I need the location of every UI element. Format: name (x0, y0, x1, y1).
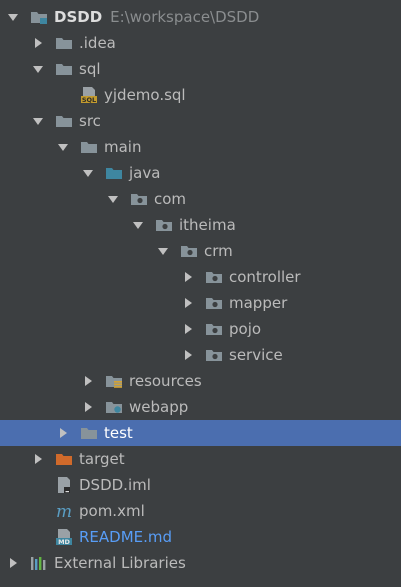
expand-arrow-icon[interactable] (31, 452, 45, 466)
tree-node-label: itheima (179, 216, 236, 234)
expand-arrow-icon[interactable] (181, 296, 195, 310)
tree-node-src[interactable]: src (0, 108, 401, 134)
folder-icon (55, 60, 73, 78)
package-icon (180, 242, 198, 260)
expand-arrow-icon[interactable] (31, 36, 45, 50)
tree-node-crm[interactable]: crm (0, 238, 401, 264)
project-path: E:\workspace\DSDD (110, 8, 260, 26)
package-icon (205, 320, 223, 338)
tree-node-label: External Libraries (54, 554, 186, 572)
tree-node-label: .idea (79, 34, 116, 52)
tree-node-label: test (104, 424, 133, 442)
tree-node-pom-xml[interactable]: m pom.xml (0, 498, 401, 524)
expand-arrow-icon[interactable] (181, 270, 195, 284)
md-badge: MD (58, 538, 70, 546)
expand-arrow-icon[interactable] (56, 426, 70, 440)
folder-icon (80, 138, 98, 156)
tree-node-label: src (79, 112, 101, 130)
project-name: DSDD (54, 8, 103, 26)
tree-node-pojo[interactable]: pojo (0, 316, 401, 342)
tree-node-controller[interactable]: controller (0, 264, 401, 290)
sql-badge: SQL (82, 96, 96, 104)
tree-node-label: DSDD.iml (79, 476, 151, 494)
maven-icon: m (55, 502, 73, 520)
markdown-file-icon: MD (55, 528, 73, 546)
collapse-arrow-icon[interactable] (156, 244, 170, 258)
package-icon (205, 346, 223, 364)
web-folder-icon (105, 398, 123, 416)
folder-icon (80, 424, 98, 442)
collapse-arrow-icon[interactable] (6, 10, 20, 24)
expand-arrow-icon[interactable] (181, 322, 195, 336)
tree-node-label: main (104, 138, 142, 156)
folder-icon (55, 34, 73, 52)
expand-arrow-icon[interactable] (81, 374, 95, 388)
tree-node-label: README.md (79, 528, 173, 546)
tree-node-project-root[interactable]: DSDD E:\workspace\DSDD (0, 4, 401, 30)
tree-node-dsdd-iml[interactable]: DSDD.iml (0, 472, 401, 498)
source-folder-icon (105, 164, 123, 182)
package-icon (205, 294, 223, 312)
module-folder-icon (30, 8, 48, 26)
tree-node-java[interactable]: java (0, 160, 401, 186)
tree-node-sql[interactable]: sql (0, 56, 401, 82)
tree-node-label: pom.xml (79, 502, 145, 520)
tree-node-label: controller (229, 268, 301, 286)
tree-node-label: mapper (229, 294, 288, 312)
collapse-arrow-icon[interactable] (56, 140, 70, 154)
tree-node-label: pojo (229, 320, 262, 338)
tree-node-main[interactable]: main (0, 134, 401, 160)
tree-node-label: webapp (129, 398, 189, 416)
collapse-arrow-icon[interactable] (31, 114, 45, 128)
folder-icon (55, 112, 73, 130)
tree-node-external-libraries[interactable]: External Libraries (0, 550, 401, 576)
tree-node-mapper[interactable]: mapper (0, 290, 401, 316)
tree-node-service[interactable]: service (0, 342, 401, 368)
package-icon (130, 190, 148, 208)
tree-node-itheima[interactable]: itheima (0, 212, 401, 238)
libraries-icon (30, 554, 48, 572)
resources-folder-icon (105, 372, 123, 390)
tree-node-com[interactable]: com (0, 186, 401, 212)
package-icon (155, 216, 173, 234)
maven-glyph: m (56, 502, 72, 520)
tree-node-label: com (154, 190, 187, 208)
tree-node-yjdemo-sql[interactable]: SQL yjdemo.sql (0, 82, 401, 108)
tree-node-target[interactable]: target (0, 446, 401, 472)
iml-file-icon (55, 476, 73, 494)
tree-node-resources[interactable]: resources (0, 368, 401, 394)
expand-arrow-icon[interactable] (6, 556, 20, 570)
tree-node-test[interactable]: test (0, 420, 401, 446)
sql-file-icon: SQL (80, 86, 98, 104)
tree-node-label: target (79, 450, 125, 468)
tree-node-webapp[interactable]: webapp (0, 394, 401, 420)
collapse-arrow-icon[interactable] (106, 192, 120, 206)
collapse-arrow-icon[interactable] (31, 62, 45, 76)
tree-node-idea[interactable]: .idea (0, 30, 401, 56)
collapse-arrow-icon[interactable] (81, 166, 95, 180)
package-icon (205, 268, 223, 286)
tree-node-label: sql (79, 60, 101, 78)
excluded-folder-icon (55, 450, 73, 468)
tree-node-readme-md[interactable]: MD README.md (0, 524, 401, 550)
expand-arrow-icon[interactable] (181, 348, 195, 362)
collapse-arrow-icon[interactable] (131, 218, 145, 232)
tree-node-label: crm (204, 242, 233, 260)
tree-node-label: yjdemo.sql (104, 86, 186, 104)
expand-arrow-icon[interactable] (81, 400, 95, 414)
tree-node-label: service (229, 346, 283, 364)
tree-node-label: java (129, 164, 161, 182)
tree-node-label: resources (129, 372, 202, 390)
